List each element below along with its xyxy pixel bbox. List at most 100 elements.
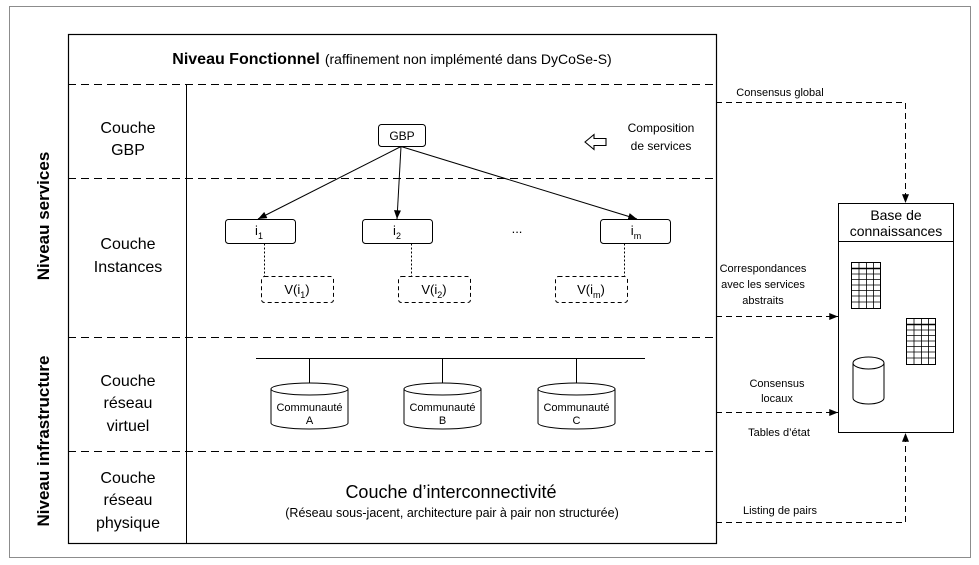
flow-label-correspondances-line3: abstraits bbox=[742, 295, 784, 307]
table-icon-frame bbox=[906, 318, 936, 365]
knowledge-base-title-line1: Base de bbox=[870, 207, 922, 223]
flow-label-consensus-global: Consensus global bbox=[736, 87, 823, 99]
view-label-prefix: V(i bbox=[284, 282, 300, 297]
composition-label-line1: Composition bbox=[628, 121, 695, 135]
community-name: Communauté bbox=[276, 402, 342, 414]
layer-label-physical-line3: physique bbox=[96, 515, 160, 532]
layer-label-gbp-line2: GBP bbox=[111, 142, 145, 159]
layer-label-physical-line2: réseau bbox=[104, 492, 153, 509]
flow-listing-pairs bbox=[716, 433, 909, 523]
table-icon-grid bbox=[851, 262, 881, 309]
database-icon-body bbox=[852, 362, 885, 405]
infrastructure-level-label: Niveau infrastructure bbox=[34, 356, 53, 527]
view-label-subscript: 1 bbox=[300, 290, 305, 300]
instance-node-i2: i2 bbox=[362, 219, 433, 244]
community-cylinder-top bbox=[403, 382, 482, 396]
view-label: V(i2) bbox=[421, 282, 446, 300]
services-level-label: Niveau services bbox=[34, 152, 53, 281]
layer-label-virtual-line1: Couche bbox=[100, 373, 155, 390]
view-label-suffix: ) bbox=[442, 282, 446, 297]
arrow-gbp-to-i2 bbox=[393, 146, 402, 220]
layer-label-physical-line1: Couche bbox=[100, 470, 155, 487]
instance-label: i2 bbox=[393, 223, 401, 241]
view-node-im: V(im) bbox=[555, 276, 628, 303]
layer-label-instances-line2: Instances bbox=[94, 259, 162, 276]
functional-level-name: Niveau Fonctionnel bbox=[172, 51, 320, 68]
community-id: B bbox=[439, 415, 446, 427]
view-box bbox=[398, 276, 471, 303]
instance-label: i1 bbox=[255, 223, 263, 241]
layer-label-gbp-line1: Couche bbox=[100, 120, 155, 137]
composition-label-line2: de services bbox=[631, 139, 692, 153]
instance-label-base: i bbox=[393, 223, 396, 238]
view-label-prefix: V(i bbox=[577, 282, 593, 297]
community-cylinder-body bbox=[270, 388, 349, 430]
view-label-suffix: ) bbox=[601, 282, 605, 297]
community-id: A bbox=[306, 415, 314, 427]
arrow-gbp-to-i1 bbox=[257, 146, 402, 220]
interconnect-layer-title: Couche d’interconnectivité bbox=[345, 482, 556, 502]
view-label-suffix: ) bbox=[305, 282, 309, 297]
view-node-i1: V(i1) bbox=[261, 276, 334, 303]
interconnect-layer-subtitle: (Réseau sous-jacent, architecture pair à… bbox=[285, 506, 619, 520]
instance-label-subscript: 1 bbox=[258, 231, 263, 241]
instance-node-i1: i1 bbox=[225, 219, 296, 244]
instance-box bbox=[362, 219, 433, 244]
community-cylinder-body bbox=[537, 388, 616, 430]
instances-ellipsis: ... bbox=[512, 221, 523, 236]
knowledge-base-title-line2: connaissances bbox=[850, 223, 943, 239]
instance-node-im: im bbox=[600, 219, 671, 244]
community-c: Communauté C bbox=[537, 382, 616, 430]
functional-level-note: (raffinement non implémenté dans DyCoSe-… bbox=[325, 51, 612, 67]
database-icon bbox=[852, 356, 885, 405]
view-label-subscript: 2 bbox=[437, 290, 442, 300]
instance-label-subscript: m bbox=[634, 231, 642, 241]
instance-box bbox=[225, 219, 296, 244]
flow-label-tables-etat: Tables d’état bbox=[748, 427, 810, 439]
instance-label: im bbox=[631, 223, 641, 241]
view-label: V(im) bbox=[577, 282, 605, 300]
hollow-left-arrow-icon bbox=[584, 133, 607, 151]
database-icon-top bbox=[852, 356, 885, 370]
gbp-node-label: GBP bbox=[389, 129, 414, 143]
community-name: Communauté bbox=[409, 402, 475, 414]
flow-label-listing-pairs: Listing de pairs bbox=[743, 505, 817, 517]
community-a: Communauté A bbox=[270, 382, 349, 430]
figure-frame bbox=[9, 6, 971, 558]
flow-consensus-global bbox=[716, 102, 909, 203]
flow-label-correspondances-line1: Correspondances bbox=[720, 263, 807, 275]
table-icon bbox=[851, 262, 881, 309]
knowledge-base: Base de connaissances bbox=[838, 203, 954, 433]
table-icon bbox=[906, 318, 936, 365]
flow-label-consensus-locaux-line1: Consensus bbox=[749, 378, 805, 390]
view-node-i2: V(i2) bbox=[398, 276, 471, 303]
layer-label-instances-line1: Couche bbox=[100, 236, 155, 253]
community-name: Communauté bbox=[543, 402, 609, 414]
layer-label-virtual-line3: virtuel bbox=[107, 418, 150, 435]
community-cylinder-top bbox=[270, 382, 349, 396]
view-label-prefix: V(i bbox=[421, 282, 437, 297]
instance-label-subscript: 2 bbox=[396, 231, 401, 241]
functional-level-title: Niveau Fonctionnel (raffinement non implé… bbox=[172, 51, 611, 68]
view-box bbox=[555, 276, 628, 303]
layer-label-virtual-line2: réseau bbox=[104, 395, 153, 412]
table-icon-frame bbox=[851, 262, 881, 309]
community-id: C bbox=[573, 415, 581, 427]
community-b: Communauté B bbox=[403, 382, 482, 430]
view-label-subscript: m bbox=[593, 290, 601, 300]
table-icon-grid bbox=[906, 318, 936, 365]
community-cylinder-body bbox=[403, 388, 482, 430]
instance-label-base: i bbox=[255, 223, 258, 238]
view-box bbox=[261, 276, 334, 303]
flow-label-consensus-locaux-line2: locaux bbox=[761, 393, 793, 405]
arrow-gbp-to-im bbox=[400, 146, 638, 220]
gbp-node: GBP bbox=[378, 124, 426, 147]
composition-legend: Composition de services bbox=[584, 121, 695, 153]
instance-label-base: i bbox=[631, 223, 634, 238]
community-cylinder-top bbox=[537, 382, 616, 396]
flow-label-correspondances-line2: avec les services bbox=[721, 279, 805, 291]
view-label: V(i1) bbox=[284, 282, 309, 300]
architecture-box bbox=[67, 33, 718, 545]
instance-box bbox=[600, 219, 671, 244]
